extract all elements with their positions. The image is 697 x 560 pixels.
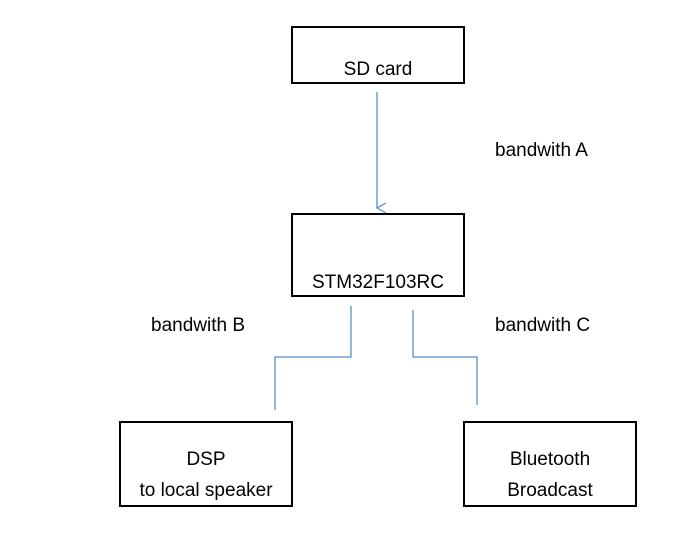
bluetooth-label-line1: Bluetooth (509, 449, 591, 470)
mcu-box: STM32F103RC (291, 213, 465, 297)
sd-card-box: SD card (291, 26, 465, 84)
bluetooth-box: Bluetooth Broadcast (463, 421, 637, 507)
bandwidth-b-label: bandwith B (151, 315, 246, 336)
dsp-label-line2: to local speaker (139, 480, 273, 501)
sd-card-label: SD card (343, 59, 413, 80)
connector-mcu-to-bluetooth (412, 310, 478, 405)
dsp-box: DSP to local speaker (119, 421, 293, 507)
bluetooth-label-line2: Broadcast (507, 480, 593, 501)
dsp-label-line1: DSP (186, 449, 226, 470)
bandwidth-c-label: bandwith C (495, 315, 591, 336)
connector-mcu-to-dsp (274, 306, 352, 410)
mcu-label: STM32F103RC (312, 272, 444, 293)
bandwidth-a-label: bandwith A (495, 140, 588, 161)
